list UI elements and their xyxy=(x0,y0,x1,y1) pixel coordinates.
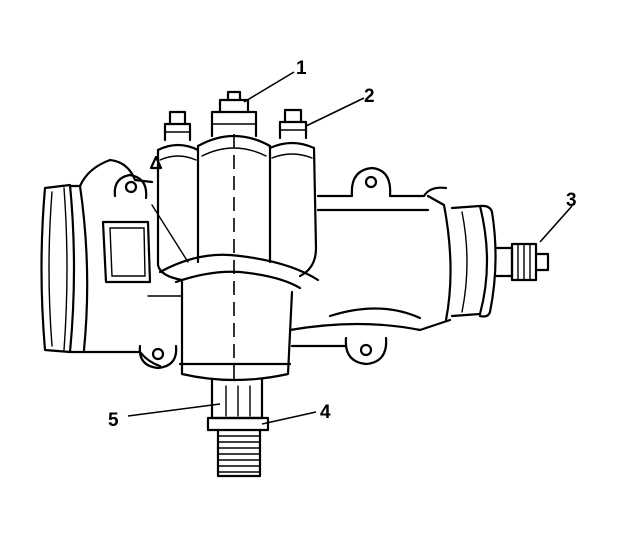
callout-3-label: 3 xyxy=(566,190,577,211)
leader-3 xyxy=(539,205,573,243)
housing-left-body xyxy=(68,158,189,370)
left-end-cover xyxy=(40,183,76,354)
leader-1 xyxy=(243,71,295,103)
callout-1-label: 1 xyxy=(296,58,307,79)
callout-2-label: 2 xyxy=(364,86,375,107)
housing-right-body xyxy=(288,166,550,366)
leader-4 xyxy=(261,411,317,425)
leader-2 xyxy=(305,97,365,127)
callout-4-label: 4 xyxy=(320,402,331,423)
valve-body xyxy=(149,90,320,290)
leader-5 xyxy=(127,403,221,417)
callout-leaders xyxy=(127,71,573,425)
sector-housing xyxy=(178,280,294,478)
callout-5-label: 5 xyxy=(108,410,119,431)
